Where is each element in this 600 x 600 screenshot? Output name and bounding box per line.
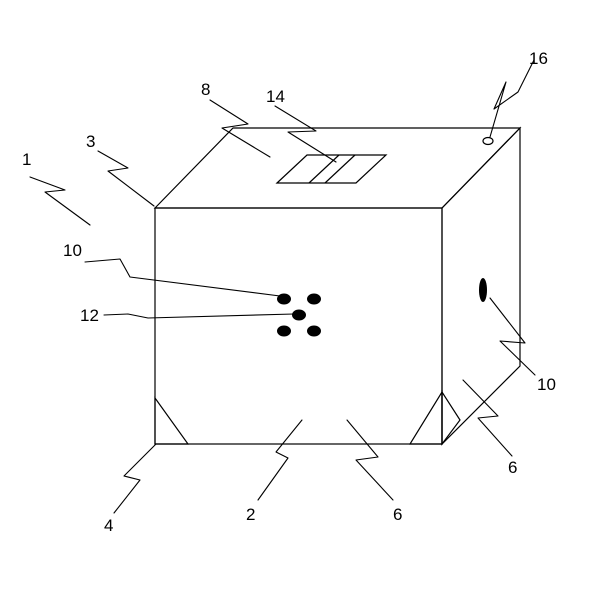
leader-10-front [84, 258, 281, 297]
corner-gussets [154, 389, 461, 446]
side-vent-slot [479, 278, 487, 302]
vent-hole [277, 293, 291, 305]
ref-numeral-10-front: 10 [63, 241, 82, 260]
ref-numeral-12: 12 [80, 306, 99, 325]
ref-numeral-16: 16 [529, 49, 548, 68]
handle-panel-divider-2 [324, 154, 356, 184]
leader-6-bottom [346, 419, 394, 501]
top-face [153, 127, 522, 209]
front-face [154, 207, 443, 445]
ref-numeral-14: 14 [266, 87, 285, 106]
leader-4 [113, 443, 157, 514]
ref-numeral-2: 2 [246, 505, 255, 524]
ref-numeral-10-side: 10 [537, 375, 556, 394]
gusset-front-left [154, 396, 190, 445]
leader-lines [29, 59, 536, 514]
vent-hole [292, 309, 306, 321]
top-handle-panel [275, 154, 388, 184]
vent-hole [307, 325, 321, 337]
leader-6-right [462, 379, 513, 457]
handle-panel-outline [275, 154, 388, 184]
reference-numerals: 1 2 3 4 6 6 8 10 10 12 14 16 [22, 49, 556, 535]
ref-numeral-1: 1 [22, 150, 31, 169]
leader-12 [103, 313, 295, 319]
ref-numeral-8: 8 [201, 80, 210, 99]
leader-8 [209, 99, 271, 158]
ref-numeral-4: 4 [104, 516, 113, 535]
ref-numeral-3: 3 [86, 132, 95, 151]
top-corner-hole [482, 136, 494, 146]
leader-3 [97, 150, 155, 207]
gusset-side [441, 389, 461, 446]
leader-14 [274, 105, 337, 163]
front-vent-holes [277, 293, 321, 337]
leader-1 [29, 176, 91, 226]
ref-numeral-6-right: 6 [508, 458, 517, 477]
box-body [153, 126, 522, 446]
leader-2 [257, 419, 303, 501]
vent-hole [277, 325, 291, 337]
vent-hole [307, 293, 321, 305]
leader-16 [489, 59, 535, 138]
gusset-front-right [408, 389, 443, 445]
side-face [441, 126, 521, 446]
handle-panel-divider-1 [308, 154, 340, 184]
ref-numeral-6-bottom: 6 [393, 505, 402, 524]
leader-10-side [489, 297, 536, 376]
